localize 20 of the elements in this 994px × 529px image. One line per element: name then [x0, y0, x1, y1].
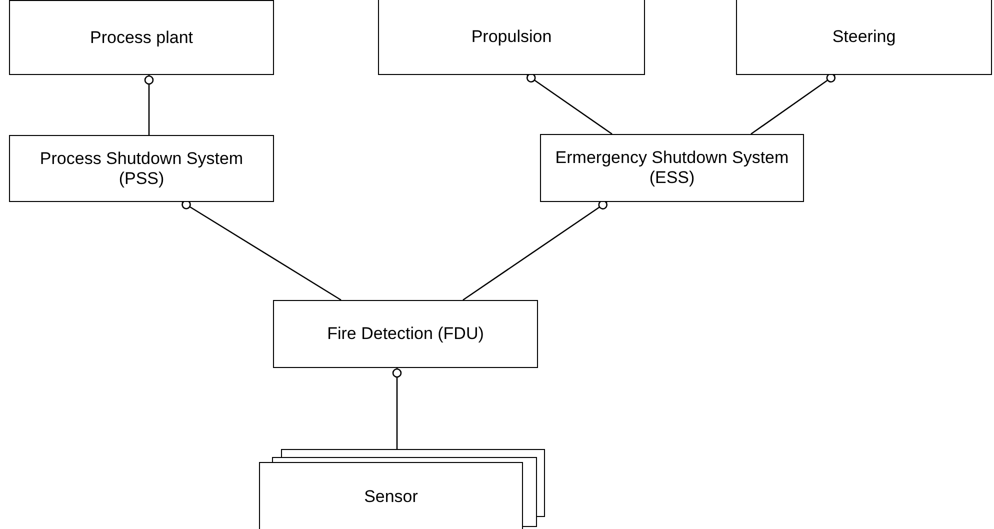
- box-label: Process plant: [90, 28, 193, 48]
- process-box: [9, 135, 274, 202]
- connector-line: [144, 75, 154, 135]
- process-box: [540, 134, 804, 202]
- box-label: Process Shutdown System (PSS): [38, 148, 244, 188]
- connector-line: [750, 73, 836, 135]
- connector-line: [392, 368, 402, 449]
- box-label: Fire Detection (FDU): [327, 324, 484, 344]
- connector-line: [526, 73, 612, 135]
- process-box: [259, 462, 523, 529]
- connector-line: [182, 200, 342, 301]
- process-box: [9, 0, 274, 75]
- box-label: Sensor: [364, 487, 418, 507]
- box-label: Ermergency Shutdown System (ESS): [554, 148, 790, 188]
- process-box: [273, 300, 538, 368]
- process-box: [736, 0, 992, 75]
- box-label: Steering: [832, 26, 896, 46]
- process-box: [378, 0, 645, 75]
- connector-line: [462, 200, 608, 301]
- box-label: Propulsion: [471, 26, 552, 46]
